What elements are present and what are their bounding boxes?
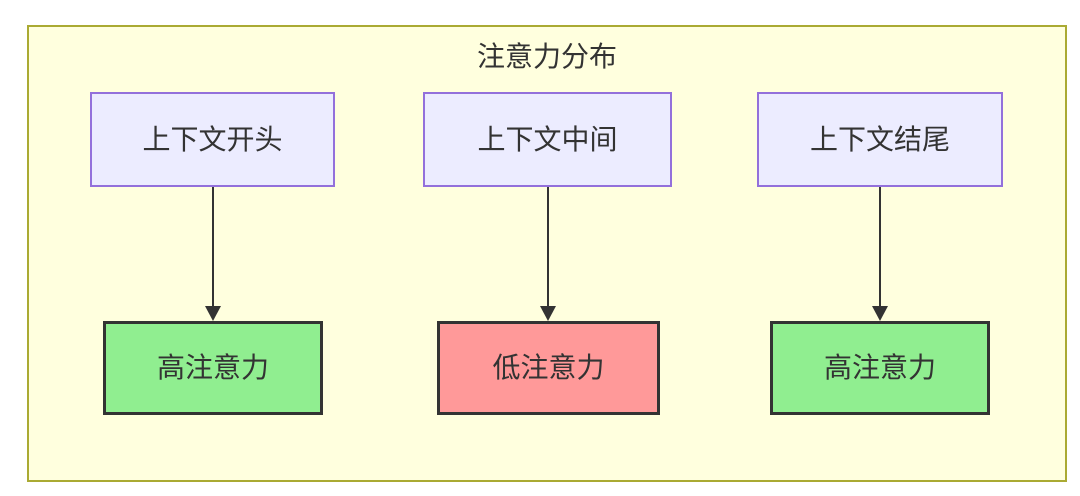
arrow-context-end-line xyxy=(879,187,881,309)
arrow-context-middle-line xyxy=(547,187,549,309)
source-node-context-middle: 上下文中间 xyxy=(423,92,672,187)
arrowhead-down-icon xyxy=(205,306,221,321)
diagram-title: 注意力分布 xyxy=(476,41,617,72)
source-node-context-end: 上下文结尾 xyxy=(757,92,1003,187)
arrowhead-down-icon xyxy=(540,306,556,321)
target-node-high-attention-left: 高注意力 xyxy=(103,321,323,415)
target-node-high-attention-right: 高注意力 xyxy=(770,321,990,415)
arrow-context-start-line xyxy=(212,187,214,309)
target-node-low-attention-middle: 低注意力 xyxy=(437,321,660,415)
source-node-context-start: 上下文开头 xyxy=(90,92,335,187)
arrowhead-down-icon xyxy=(872,306,888,321)
